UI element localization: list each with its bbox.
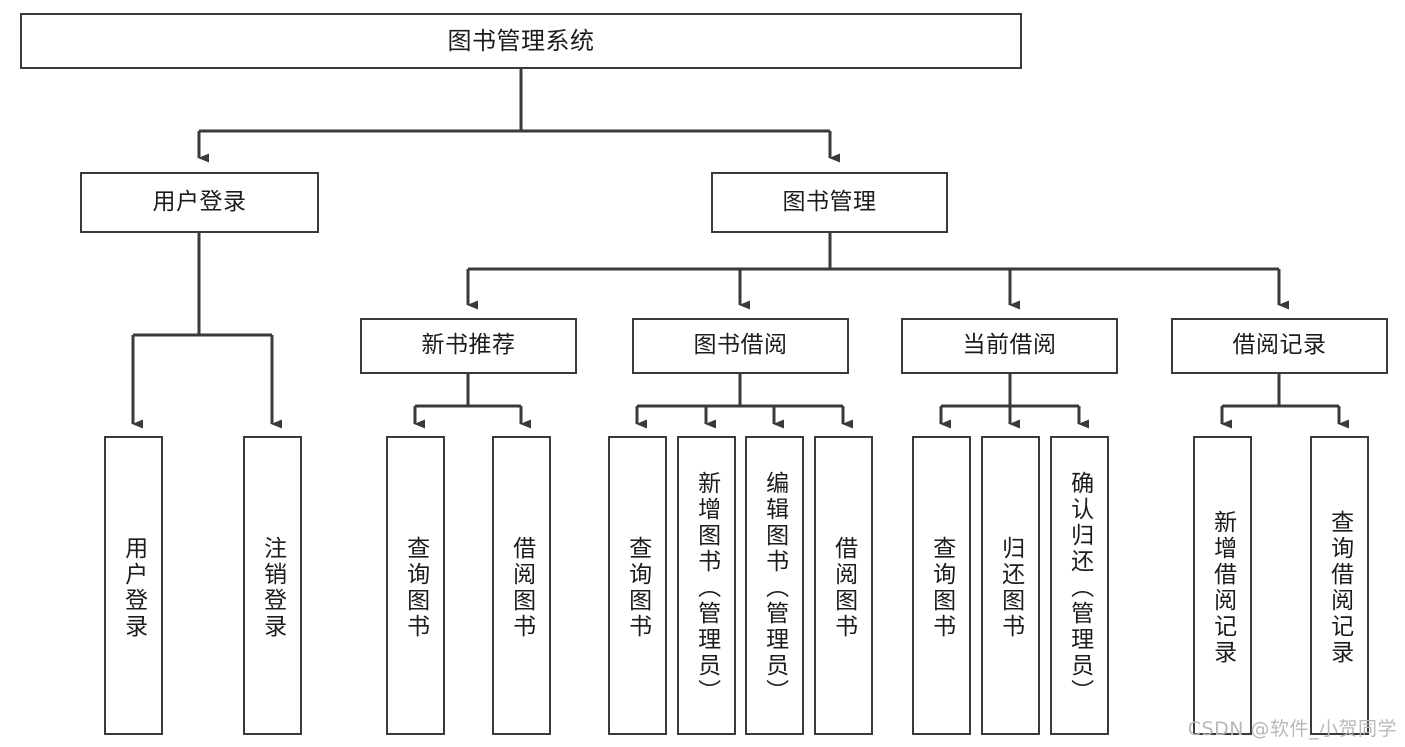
- node-borrow-record[interactable]: 借阅记录: [1171, 318, 1388, 374]
- node-book-borrow[interactable]: 图书借阅: [632, 318, 849, 374]
- node-leaf-add-borrow-record-label: 新增借阅记录: [1209, 509, 1236, 666]
- node-new-book-recommend-label: 新书推荐: [421, 332, 516, 359]
- node-leaf-query-book-2[interactable]: 查询图书: [608, 436, 667, 735]
- node-leaf-logout[interactable]: 注销登录: [243, 436, 302, 735]
- node-leaf-add-book-admin-label: 新增图书（管理员）: [693, 470, 720, 705]
- node-leaf-borrow-book-2[interactable]: 借阅图书: [814, 436, 873, 735]
- node-leaf-query-book-1-label: 查询图书: [402, 535, 429, 640]
- node-user-login-label: 用户登录: [152, 188, 247, 215]
- node-leaf-confirm-return-admin-label: 确认归还（管理员）: [1066, 470, 1093, 705]
- node-leaf-add-book-admin[interactable]: 新增图书（管理员）: [677, 436, 736, 735]
- node-leaf-logout-label: 注销登录: [259, 535, 286, 640]
- node-user-login[interactable]: 用户登录: [80, 172, 319, 233]
- node-leaf-query-book-3-label: 查询图书: [928, 535, 955, 640]
- node-leaf-user-login[interactable]: 用户登录: [104, 436, 163, 735]
- node-book-management[interactable]: 图书管理: [711, 172, 948, 233]
- node-leaf-query-book-2-label: 查询图书: [624, 535, 651, 640]
- node-leaf-user-login-label: 用户登录: [120, 535, 147, 640]
- node-leaf-borrow-book-1[interactable]: 借阅图书: [492, 436, 551, 735]
- node-book-management-label: 图书管理: [782, 188, 877, 215]
- node-root[interactable]: 图书管理系统: [20, 13, 1022, 69]
- node-leaf-borrow-book-1-label: 借阅图书: [508, 535, 535, 640]
- node-leaf-query-borrow-record[interactable]: 查询借阅记录: [1310, 436, 1369, 735]
- node-leaf-borrow-book-2-label: 借阅图书: [830, 535, 857, 640]
- node-new-book-recommend[interactable]: 新书推荐: [360, 318, 577, 374]
- node-leaf-add-borrow-record[interactable]: 新增借阅记录: [1193, 436, 1252, 735]
- node-leaf-edit-book-admin[interactable]: 编辑图书（管理员）: [745, 436, 804, 735]
- node-current-borrow-label: 当前借阅: [962, 332, 1057, 359]
- node-leaf-query-borrow-record-label: 查询借阅记录: [1326, 509, 1353, 666]
- node-leaf-return-book-label: 归还图书: [997, 535, 1024, 640]
- node-root-label: 图书管理系统: [447, 26, 595, 55]
- node-book-borrow-label: 图书借阅: [693, 332, 788, 359]
- node-borrow-record-label: 借阅记录: [1232, 332, 1327, 359]
- node-leaf-confirm-return-admin[interactable]: 确认归还（管理员）: [1050, 436, 1109, 735]
- node-leaf-return-book[interactable]: 归还图书: [981, 436, 1040, 735]
- node-current-borrow[interactable]: 当前借阅: [901, 318, 1118, 374]
- node-leaf-edit-book-admin-label: 编辑图书（管理员）: [761, 470, 788, 705]
- node-leaf-query-book-3[interactable]: 查询图书: [912, 436, 971, 735]
- node-leaf-query-book-1[interactable]: 查询图书: [386, 436, 445, 735]
- watermark-text: CSDN @软件_小贺同学: [1187, 718, 1397, 740]
